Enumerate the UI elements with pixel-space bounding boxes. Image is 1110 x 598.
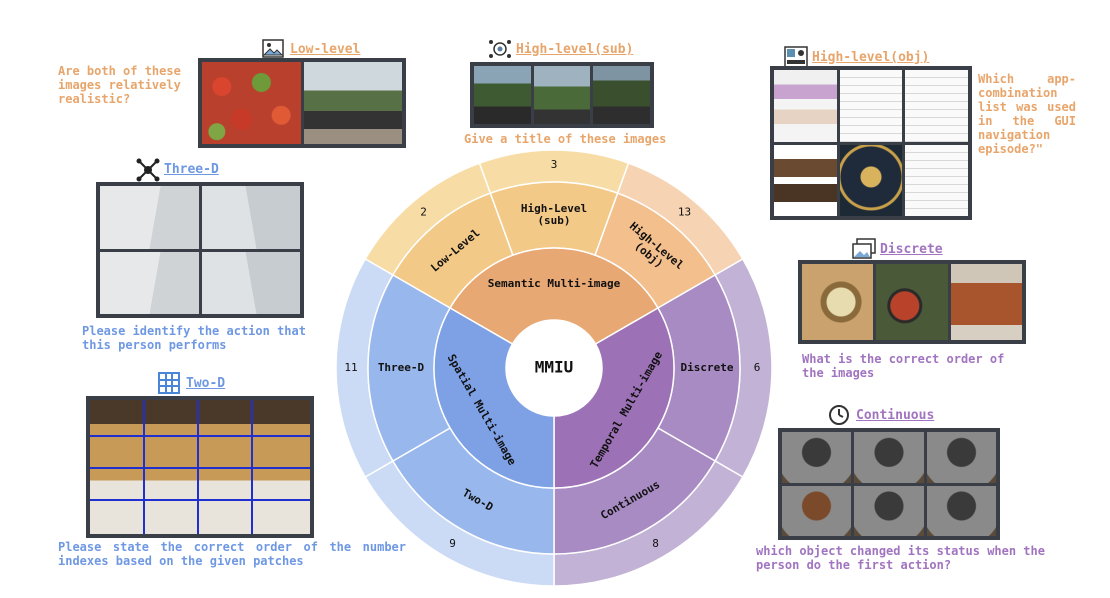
high-obj-question: Which app-combination list was used in t… bbox=[978, 72, 1076, 156]
crowd-image-3 bbox=[593, 66, 650, 124]
gui-screen-4 bbox=[774, 144, 837, 216]
low-level-images bbox=[198, 58, 406, 148]
two-d-title: Two-D bbox=[158, 372, 225, 394]
three-d-title: Three-D bbox=[136, 158, 219, 182]
center-label: MMIU bbox=[535, 358, 574, 377]
continuous-images bbox=[778, 428, 1000, 540]
kitchen-frame-6 bbox=[926, 485, 996, 536]
high-sub-title: High-level(sub) bbox=[488, 38, 633, 60]
app-icon bbox=[784, 46, 808, 68]
kitchen-frame-4 bbox=[782, 485, 852, 536]
two-d-question: Please state the correct order of the nu… bbox=[58, 540, 406, 568]
crowd-image-1 bbox=[474, 66, 531, 124]
three-d-question: Please identify the action that this per… bbox=[82, 324, 306, 352]
two-d-title-text: Two-D bbox=[186, 375, 226, 391]
discrete-title-text: Discrete bbox=[880, 241, 943, 257]
tomatoes-image bbox=[202, 62, 301, 144]
image-icon bbox=[262, 38, 284, 60]
timer-icon bbox=[828, 404, 850, 426]
cooking-image-1 bbox=[802, 264, 874, 340]
center-circle bbox=[506, 320, 602, 416]
cooking-image-3 bbox=[950, 264, 1022, 340]
continuous-question: which object changed its status when the… bbox=[756, 544, 1045, 572]
office-image-3 bbox=[100, 251, 199, 314]
discrete-question: What is the correct order of the images bbox=[802, 352, 1005, 380]
kitchen-frame-5 bbox=[854, 485, 924, 536]
outer-count-1: 3 bbox=[551, 158, 558, 171]
inner-label-semantic: Semantic Multi-image bbox=[488, 277, 621, 290]
continuous-title-text: Continuous bbox=[856, 407, 935, 423]
gui-screen-5 bbox=[839, 144, 903, 216]
discrete-images bbox=[798, 260, 1026, 344]
kitchen-frame-1 bbox=[782, 432, 852, 483]
high-obj-title-text: High-level(obj) bbox=[812, 49, 930, 65]
high-obj-title: High-level(obj) bbox=[784, 46, 929, 68]
kitchen-frame-3 bbox=[926, 432, 996, 483]
discrete-title: Discrete bbox=[852, 238, 943, 260]
gui-screen-3 bbox=[905, 70, 968, 142]
continuous-title: Continuous bbox=[828, 404, 934, 426]
office-image-2 bbox=[201, 186, 300, 249]
low-level-question: Are both of these images relatively real… bbox=[58, 64, 181, 106]
high-sub-question: Give a title of these images bbox=[464, 132, 667, 146]
middle-label-3: Discrete bbox=[681, 361, 734, 374]
outer-count-0: 2 bbox=[420, 205, 427, 218]
outer-count-4: 8 bbox=[652, 537, 659, 550]
outer-count-2: 13 bbox=[678, 205, 691, 218]
three-d-images bbox=[96, 182, 304, 318]
high-sub-images bbox=[470, 62, 654, 128]
outer-count-3: 6 bbox=[754, 361, 761, 374]
molecule-icon bbox=[136, 158, 160, 182]
crowd-image-2 bbox=[533, 66, 591, 124]
gui-screen-2 bbox=[839, 70, 903, 142]
office-image-4 bbox=[201, 251, 300, 314]
high-sub-title-text: High-level(sub) bbox=[516, 41, 634, 57]
gui-screen-6 bbox=[905, 144, 968, 216]
gui-screen-1 bbox=[774, 70, 837, 142]
two-d-image bbox=[86, 396, 314, 538]
low-level-title-text: Low-level bbox=[290, 41, 361, 57]
middle-label-6: Three-D bbox=[378, 361, 425, 374]
three-d-title-text: Three-D bbox=[164, 161, 219, 177]
kitchen-frame-2 bbox=[854, 432, 924, 483]
photo-stack-icon bbox=[852, 238, 876, 260]
middle-label-1: High-Level(sub) bbox=[521, 202, 587, 227]
outer-count-6: 11 bbox=[344, 361, 357, 374]
network-icon bbox=[488, 38, 511, 60]
grid-icon bbox=[158, 372, 180, 394]
office-image-1 bbox=[100, 186, 199, 249]
low-level-title: Low-level bbox=[262, 38, 360, 60]
outer-count-5: 9 bbox=[449, 537, 456, 550]
classroom-image bbox=[90, 400, 310, 534]
train-image bbox=[303, 62, 402, 144]
cooking-image-2 bbox=[876, 264, 948, 340]
high-obj-screenshots bbox=[770, 66, 972, 220]
